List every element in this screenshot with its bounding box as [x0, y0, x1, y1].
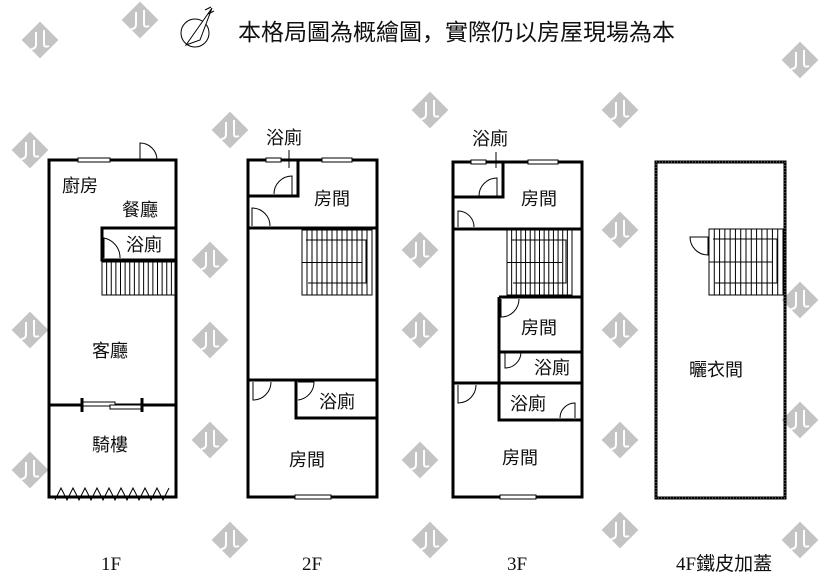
- stair-direction: [511, 239, 567, 284]
- stair-direction: [306, 239, 367, 284]
- room-label: 浴廁: [126, 234, 162, 256]
- staircase: [708, 228, 784, 296]
- watermark-logo: [401, 441, 439, 479]
- room-label: 客廳: [92, 341, 128, 362]
- room-label: 房間: [502, 448, 538, 469]
- watermark-logo: [411, 91, 449, 129]
- floor-1f: 廚房 餐廳 浴廁 客廳 騎樓 1F: [47, 142, 178, 575]
- watermark-logo: [601, 211, 639, 249]
- staircase: [101, 261, 177, 296]
- watermark-logo: [411, 521, 449, 559]
- room-label: 曬衣間: [689, 360, 743, 381]
- floor-3f: 浴廁 房間 房間 浴廁 浴廁 房間 3F: [451, 128, 584, 575]
- floor-label: 1F: [101, 554, 121, 575]
- watermark-logo: [601, 421, 639, 459]
- room-label: 廚房: [62, 175, 98, 197]
- floor-4f: 曬衣間 4F鐵皮加蓋: [654, 160, 787, 575]
- staircase: [506, 229, 573, 296]
- floor-label: 4F鐵皮加蓋: [676, 553, 772, 575]
- room-label: 房間: [314, 189, 350, 210]
- room-label: 房間: [521, 189, 557, 210]
- room-label: 餐廳: [122, 200, 158, 221]
- watermark-logo: [21, 21, 59, 59]
- watermark-logo: [11, 451, 49, 489]
- watermark-logo: [191, 241, 229, 279]
- room-label: 浴廁: [472, 128, 508, 150]
- room-label: 浴廁: [510, 393, 546, 415]
- floor-label: 2F: [302, 554, 322, 575]
- watermark-logo: [601, 91, 639, 129]
- watermark-logo: [781, 41, 819, 79]
- room-label: 騎樓: [92, 435, 128, 456]
- watermark-logo: [601, 511, 639, 549]
- room-label: 房間: [521, 318, 557, 339]
- watermark-logo: [11, 131, 49, 169]
- stair-direction: [713, 238, 778, 284]
- watermark-logo: [781, 521, 819, 559]
- room-label: 浴廁: [534, 357, 570, 379]
- watermark-logo: [401, 311, 439, 349]
- watermark-logo: [781, 281, 819, 319]
- north-arrow-icon: [180, 6, 215, 48]
- watermark-logo: [211, 521, 249, 559]
- watermark-logo: [401, 231, 439, 269]
- watermark-logo: [11, 311, 49, 349]
- staircase: [301, 229, 373, 296]
- watermark-logo: [121, 1, 159, 39]
- disclaimer-text: 本格局圖為概繪圖，實際仍以房屋現場為本: [238, 20, 675, 46]
- watermark-logo: [781, 401, 819, 439]
- room-label: 浴廁: [266, 127, 302, 149]
- watermark-logo: [191, 421, 229, 459]
- floor-2f: 浴廁 房間 浴廁 房間 2F: [246, 127, 379, 575]
- watermark-logo: [601, 311, 639, 349]
- floor-label: 3F: [507, 554, 527, 575]
- watermark-logo: [191, 321, 229, 359]
- room-label: 浴廁: [319, 391, 355, 413]
- room-label: 房間: [289, 450, 325, 471]
- watermark-logo: [211, 111, 249, 149]
- watermark-layer: [11, 1, 819, 559]
